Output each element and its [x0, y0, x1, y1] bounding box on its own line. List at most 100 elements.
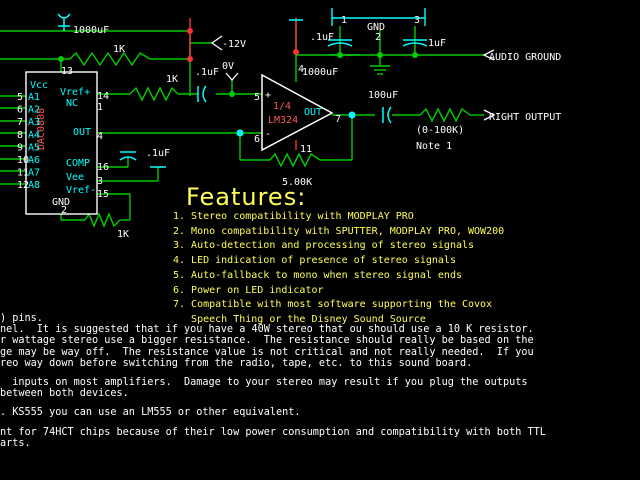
opamp-plus-sign: +: [265, 90, 271, 101]
dac-pin-number: 11: [17, 168, 29, 179]
dac-pin-number: 3: [97, 176, 103, 187]
right-output-label: RIGHT OUTPUT: [489, 112, 561, 123]
dac-pin-label: A2: [28, 105, 40, 116]
features-list: 1. Stereo compatibility with MODPLAY PRO…: [173, 210, 504, 328]
notes-line: ) pins.: [0, 313, 43, 324]
notes-line: between both devices.: [0, 388, 129, 400]
opamp-minus-sign: -: [265, 129, 271, 140]
cap-supply-label: 1000uF: [302, 67, 338, 78]
opamp-pin-plus: 5: [254, 92, 260, 103]
dac-pin-label: A7: [28, 168, 40, 179]
notes-line: r wattage stereo use a bigger resistance…: [0, 335, 534, 347]
supply-lines: [189, 18, 297, 150]
notes-line: nt for 74HCT chips because of their low …: [0, 426, 546, 438]
cap-vref-label: .1uF: [195, 67, 219, 78]
resistor-symbols: [69, 51, 471, 228]
notes-line: inputs on most amplifiers. Damage to you…: [0, 377, 528, 389]
r-top-label: 1K: [113, 44, 125, 55]
dac-pin-number: 8: [17, 130, 23, 141]
notes-line: nel. It is suggested that if you have a …: [0, 324, 534, 336]
notes-gap: [0, 419, 640, 427]
capacitor-symbols: [57, 13, 428, 168]
dac-pin-label: COMP: [66, 158, 90, 169]
opamp-pin-out: 7: [335, 114, 341, 125]
gnd-pin-3: 3: [414, 15, 420, 26]
notes-text: ) pins.nel. It is suggested that if you …: [0, 313, 640, 449]
dac-pin-label: A6: [28, 155, 40, 166]
dac-pin-label: A3: [28, 117, 40, 128]
gnd-pin-1: 1: [341, 15, 347, 26]
opamp-fraction: 1/4: [273, 101, 291, 112]
cap-gnd-label: 1uF: [428, 38, 446, 49]
dac-pin-number: 9: [17, 142, 23, 153]
r-vref-label: 1K: [166, 74, 178, 85]
opamp-pin-gnd: 11: [300, 144, 312, 155]
dac-pin-number: 16: [97, 162, 109, 173]
cap-top-label: 1000uF: [73, 25, 109, 36]
r-out-label: (0-100K): [416, 125, 464, 136]
dac-vcc: Vcc: [30, 80, 48, 91]
dac-pin-label: Vee: [66, 172, 84, 183]
feature-item: 1. Stereo compatibility with MODPLAY PRO: [173, 211, 414, 222]
audio-ground-label: AUDIO GROUND: [489, 52, 561, 63]
notes-gap: [0, 369, 640, 377]
ground-symbols: [370, 65, 390, 75]
notes-line: . KS555 you can use an LM555 or other eq…: [0, 407, 301, 419]
opamp-pin-minus: 6: [254, 134, 260, 145]
dac-pin-number: 10: [17, 155, 29, 166]
r-feedback-label: 5.00K: [282, 177, 312, 188]
feature-item: 3. Auto-detection and processing of ster…: [173, 240, 475, 252]
opamp-symbol: [261, 73, 334, 152]
arrows: [210, 35, 496, 121]
dac-pin-number: 4: [97, 131, 103, 142]
opamp-pin-vpos: 4: [298, 64, 304, 75]
notes-line: ge may be way off. The resistance value …: [0, 346, 534, 358]
dac-gnd-pin: 2: [61, 205, 67, 216]
feature-item: 7. Compatible with most software support…: [173, 299, 493, 311]
feature-item: 5. Auto-fallback to mono when stereo sig…: [173, 269, 462, 281]
dac-gnd: GND: [52, 197, 70, 208]
r-bottom-label: 1K: [117, 229, 129, 240]
dac-pin-label: OUT: [73, 127, 91, 138]
dac-pin-number: 1: [97, 102, 103, 113]
cap-out-label: 100uF: [368, 90, 398, 101]
dac-pin-label: A8: [28, 180, 40, 191]
dac-name: DAC0808: [36, 108, 47, 150]
dac-pin-label: NC: [66, 98, 78, 109]
gnd-pin-2: 2: [375, 32, 381, 43]
neg-supply-label: -12V: [222, 39, 246, 50]
feature-item: Speech Thing or the Disney Sound Source: [173, 313, 426, 325]
dac-pin-number: 6: [17, 105, 23, 116]
feature-item: 6. Power on LED indicator: [173, 284, 324, 296]
dac-pin-label: A5: [28, 142, 40, 153]
note-label: Note 1: [416, 141, 452, 152]
dac-pin-label: A4: [28, 130, 40, 141]
dac-pin-label: Vref-: [66, 185, 96, 196]
junctions: [58, 28, 418, 137]
opamp-out: OUT: [304, 107, 322, 118]
dac-pin-number: 12: [17, 180, 29, 191]
notes-line: arts.: [0, 437, 31, 449]
cap-pos-label: .1uF: [310, 32, 334, 43]
features-title: Features:: [186, 183, 306, 211]
dac-pin-number: 5: [17, 92, 23, 103]
feature-item: 4. LED indication of presence of stereo …: [173, 255, 456, 267]
dac-pin-number: 7: [17, 117, 23, 128]
dac-pin-label: Vref+: [60, 87, 90, 98]
cap-comp-label: .1uF: [146, 148, 170, 159]
feature-item: 2. Mono compatibility with SPUTTER, MODP…: [173, 225, 505, 237]
dac-vcc-pin: 13: [61, 66, 73, 77]
notes-gap: [0, 399, 640, 407]
dac-pin-label: A1: [28, 92, 40, 103]
dac-pin-number: 15: [97, 189, 109, 200]
dac-pin-number: 14: [97, 91, 109, 102]
cyan-wires: [331, 8, 426, 26]
opamp-name: LM324: [268, 115, 298, 126]
gnd-label: GND: [367, 22, 385, 33]
dac-chip: [25, 71, 98, 215]
notes-line: reo way down before switching from the r…: [0, 357, 473, 369]
zero-volt-label: 0V: [222, 61, 234, 72]
